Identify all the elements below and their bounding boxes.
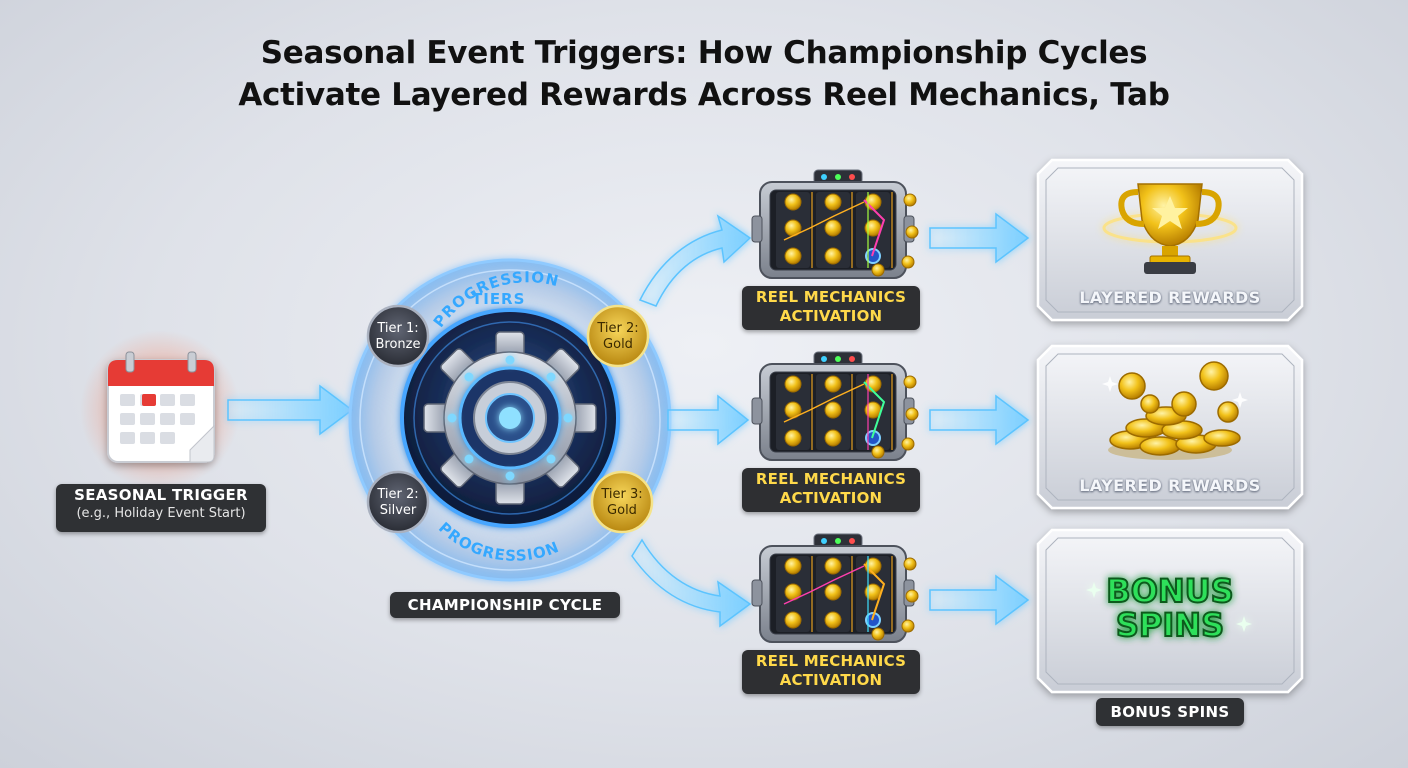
page-title: Seasonal Event Triggers: How Championshi… — [0, 32, 1408, 116]
trophy-icon — [1102, 183, 1238, 274]
bonus-spins-caption: BONUS SPINS — [1096, 698, 1244, 726]
svg-text:Tier 3:: Tier 3: — [600, 487, 642, 502]
arrow-trigger-to-cycle — [227, 384, 354, 436]
arrow-reel-1-to-reward — [929, 212, 1030, 264]
slot-machine-icon — [751, 169, 919, 279]
svg-text:Gold: Gold — [603, 337, 633, 352]
tier-badge-bronze: Tier 1: Bronze — [366, 304, 430, 368]
svg-text:BONUS: BONUS — [1106, 572, 1233, 610]
svg-text:SPINS: SPINS — [1116, 606, 1224, 644]
championship-cycle-label: CHAMPIONSHIP CYCLE — [390, 592, 620, 618]
tier-badge-gold-3: Tier 3: Gold — [590, 470, 654, 534]
reward-label-1: LAYERED REWARDS — [1079, 288, 1261, 307]
reward-box-trophy — [1036, 158, 1304, 322]
coins-icon — [1102, 361, 1248, 460]
reward-box-coins — [1036, 344, 1304, 510]
svg-text:Gold: Gold — [607, 503, 637, 518]
championship-cycle-wheel: PROGRESSION TIERS PROGRESSION Tier 1: Br… — [348, 258, 672, 582]
arrow-reel-3-to-reward — [929, 574, 1030, 626]
gear-icon — [423, 331, 597, 505]
title-line-2: Activate Layered Rewards Across Reel Mec… — [238, 77, 1170, 113]
reward-box-bonus-spins: BONUS SPINS — [1036, 528, 1304, 694]
ring-top-text-2: TIERS — [472, 290, 525, 308]
arrow-cycle-to-reel-2 — [667, 394, 750, 446]
bonus-spins-icon: BONUS SPINS — [1086, 571, 1252, 645]
arrow-cycle-to-reel-3 — [631, 538, 752, 628]
svg-text:Tier 2:: Tier 2: — [596, 321, 638, 336]
svg-text:Bronze: Bronze — [376, 337, 421, 352]
arrow-cycle-to-reel-1 — [638, 214, 752, 307]
svg-text:Tier 1:: Tier 1: — [376, 321, 418, 336]
arrow-reel-2-to-reward — [929, 394, 1030, 446]
calendar-icon — [80, 330, 240, 490]
tier-badge-silver: Tier 2: Silver — [366, 470, 430, 534]
tier-badge-gold-2: Tier 2: Gold — [586, 304, 650, 368]
title-line-1: Seasonal Event Triggers: How Championshi… — [260, 35, 1148, 71]
slot-machine-icon — [751, 351, 919, 461]
reward-label-2: LAYERED REWARDS — [1079, 476, 1261, 495]
slot-machine-icon — [751, 533, 919, 643]
svg-text:Tier 2:: Tier 2: — [376, 487, 418, 502]
seasonal-trigger-label: SEASONAL TRIGGER (e.g., Holiday Event St… — [56, 484, 266, 532]
svg-text:Silver: Silver — [380, 503, 417, 518]
